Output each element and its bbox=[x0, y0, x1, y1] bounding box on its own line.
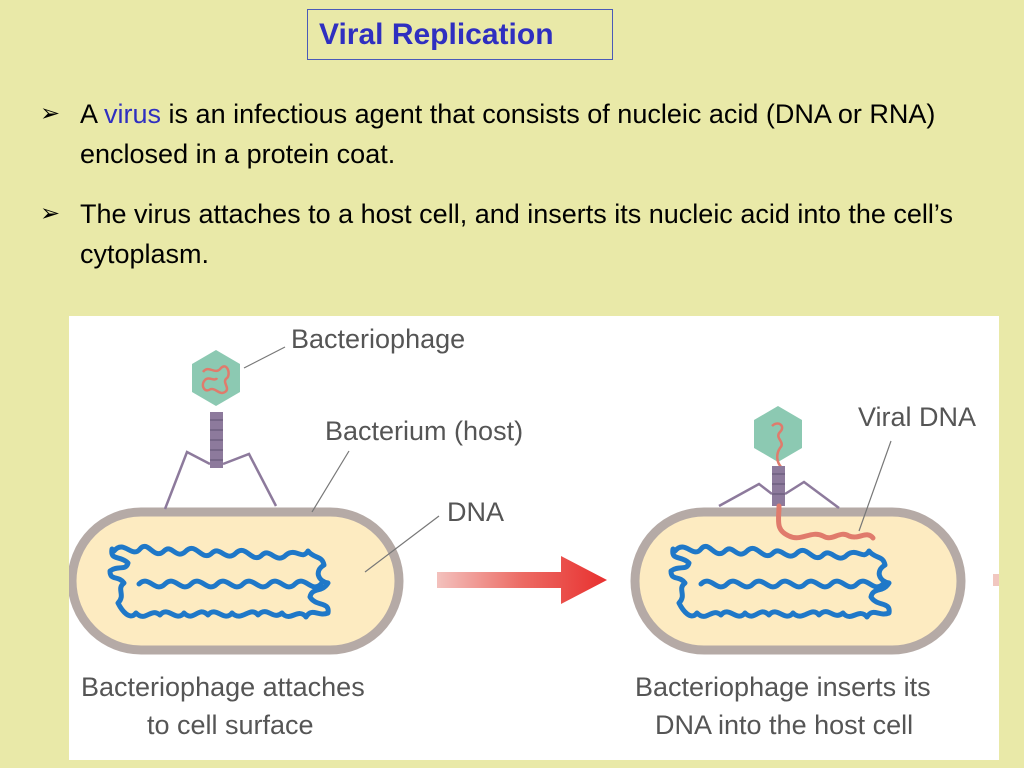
arrow-bullet-icon: ➢ bbox=[40, 100, 61, 127]
bullet-text-pre: A bbox=[80, 99, 105, 129]
arrow-bullet-icon: ➢ bbox=[40, 200, 61, 227]
phage-leg-right-2 bbox=[784, 480, 840, 510]
phage-dna-in-capsid-right bbox=[771, 422, 784, 469]
label-dna: DNA bbox=[447, 497, 504, 527]
caption-left-line1: Bacteriophage attaches bbox=[81, 672, 365, 702]
bullet-text-post: is an infectious agent that consists of … bbox=[80, 99, 936, 169]
phage-leg-right-1 bbox=[718, 482, 773, 508]
caption-right-line1: Bacteriophage inserts its bbox=[635, 672, 931, 702]
caption-right-line2: DNA into the host cell bbox=[655, 710, 913, 740]
label-bacterium-host: Bacterium (host) bbox=[325, 416, 523, 446]
label-bacteriophage: Bacteriophage bbox=[291, 324, 465, 354]
bacterial-dna-right-inner bbox=[698, 578, 886, 590]
phage-leg-left-2 bbox=[222, 452, 278, 507]
bullet-virus-definition: ➢ A virus is an infectious agent that co… bbox=[40, 94, 1000, 174]
caption-left-line2: to cell surface bbox=[147, 710, 314, 740]
bacterial-dna-right bbox=[668, 544, 892, 620]
process-arrow-icon bbox=[437, 556, 607, 604]
bacterial-dna-left-inner bbox=[136, 578, 324, 590]
bullet-list: ➢ A virus is an infectious agent that co… bbox=[40, 94, 1000, 294]
bullet-text: The virus attaches to a host cell, and i… bbox=[80, 199, 953, 269]
phage-tail-right bbox=[772, 466, 785, 506]
injected-viral-dna bbox=[775, 503, 876, 541]
bacteriophage-figure: Bacteriophage Bacterium (host) DNA Bacte… bbox=[69, 316, 999, 760]
bullet-virus-attaches: ➢ The virus attaches to a host cell, and… bbox=[40, 194, 1000, 274]
bullet-highlight-virus: virus bbox=[104, 99, 162, 129]
phage-dna-in-capsid-left bbox=[201, 365, 230, 395]
bacterial-dna-left bbox=[107, 544, 331, 620]
label-viral-dna: Viral DNA bbox=[858, 402, 976, 432]
bacteriophage-left bbox=[163, 350, 278, 510]
phage-leg-left-1 bbox=[163, 450, 211, 510]
edge-fragment bbox=[993, 574, 999, 586]
figure-diagram: Bacteriophage Bacterium (host) DNA Bacte… bbox=[69, 324, 999, 740]
bacteriophage-right bbox=[718, 406, 840, 510]
slide-title: Viral Replication bbox=[307, 9, 613, 60]
